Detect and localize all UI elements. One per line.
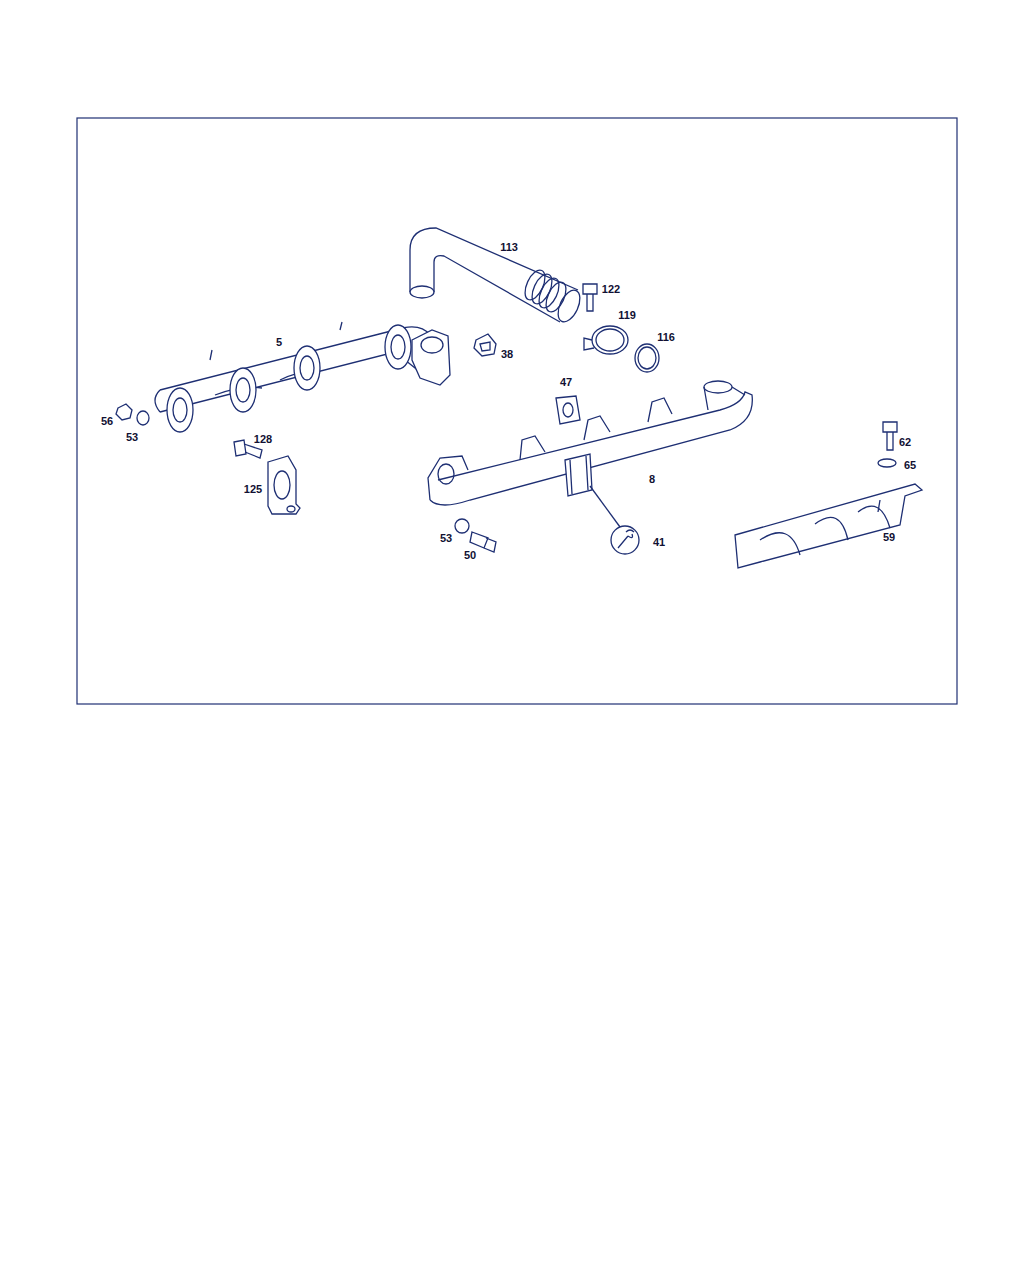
callout-number: 50 — [463, 550, 477, 561]
bolt-62 — [883, 422, 897, 450]
callout-number: 119 — [617, 310, 637, 321]
nut-56 — [116, 404, 132, 420]
callout-number: 125 — [243, 484, 263, 495]
heat-shield-59 — [735, 484, 922, 568]
callout-number: 53 — [125, 432, 139, 443]
callout-number: 113 — [499, 242, 519, 253]
washer-53 — [455, 519, 469, 533]
callout-number: 8 — [648, 474, 656, 485]
callout-number: 38 — [500, 349, 514, 360]
tube-113 — [410, 228, 584, 325]
callout-number: 5 — [275, 337, 283, 348]
callout-number: 122 — [601, 284, 621, 295]
nut-38 — [474, 334, 496, 356]
callout-number: 65 — [903, 460, 917, 471]
manifold-5 — [155, 322, 450, 432]
callout-number: 116 — [656, 332, 676, 343]
callout-number: 47 — [559, 377, 573, 388]
callout-number: 56 — [100, 416, 114, 427]
callout-number: 128 — [253, 434, 273, 445]
bolt-122 — [583, 284, 597, 311]
clamp-119 — [584, 326, 628, 354]
washer-53 — [137, 411, 149, 425]
bracket-125 — [268, 456, 300, 514]
callout-number: 41 — [652, 537, 666, 548]
callout-number: 59 — [882, 532, 896, 543]
callout-number: 62 — [898, 437, 912, 448]
washer-65 — [878, 459, 896, 467]
gasket-47 — [556, 396, 580, 424]
seal-ring-116 — [635, 344, 659, 372]
wrench-symbol-41 — [590, 486, 639, 554]
callout-number: 53 — [439, 533, 453, 544]
